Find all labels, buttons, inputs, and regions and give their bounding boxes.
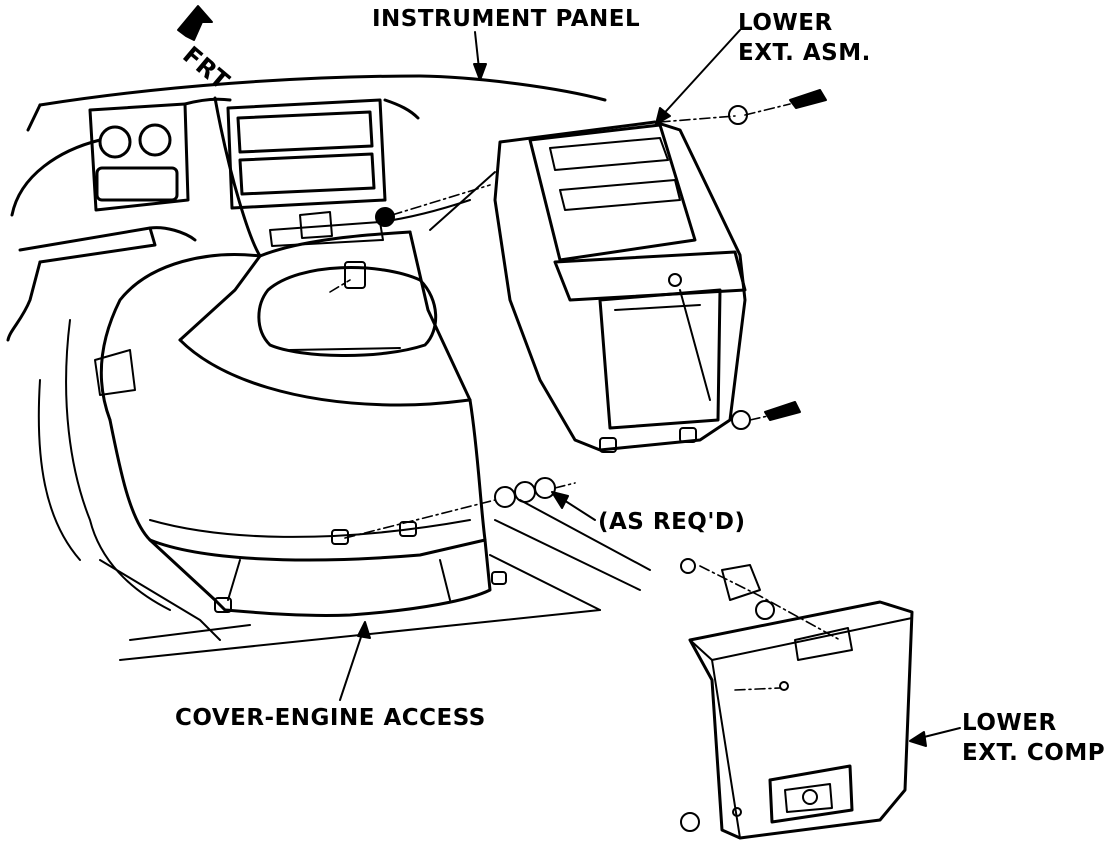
lower-ext-comp-label-line1: LOWER: [962, 710, 1057, 736]
lower-ext-asm-label-line1: LOWER: [738, 10, 833, 36]
leader-lines: [340, 30, 960, 746]
alignment-lines: [330, 104, 840, 690]
cover-engine-access-label: COVER-ENGINE ACCESS: [175, 705, 486, 731]
cover-engine-access-drawing: [39, 232, 650, 660]
instrument-panel-label: INSTRUMENT PANEL: [372, 6, 641, 32]
as-reqd-label: (AS REQ'D): [598, 509, 746, 535]
lower-ext-asm-label: LOWER EXT. ASM.: [738, 8, 871, 68]
lower-ext-asm-drawing: [430, 122, 745, 452]
lower-ext-asm-label-line2: EXT. ASM.: [738, 40, 871, 66]
lower-ext-comp-label-line2: EXT. COMP: [962, 740, 1106, 766]
instrument-panel-drawing: [8, 76, 605, 340]
lower-ext-comp-drawing: [681, 559, 912, 838]
front-arrow-icon: [178, 6, 212, 40]
lower-ext-comp-label: LOWER EXT. COMP: [962, 708, 1105, 768]
